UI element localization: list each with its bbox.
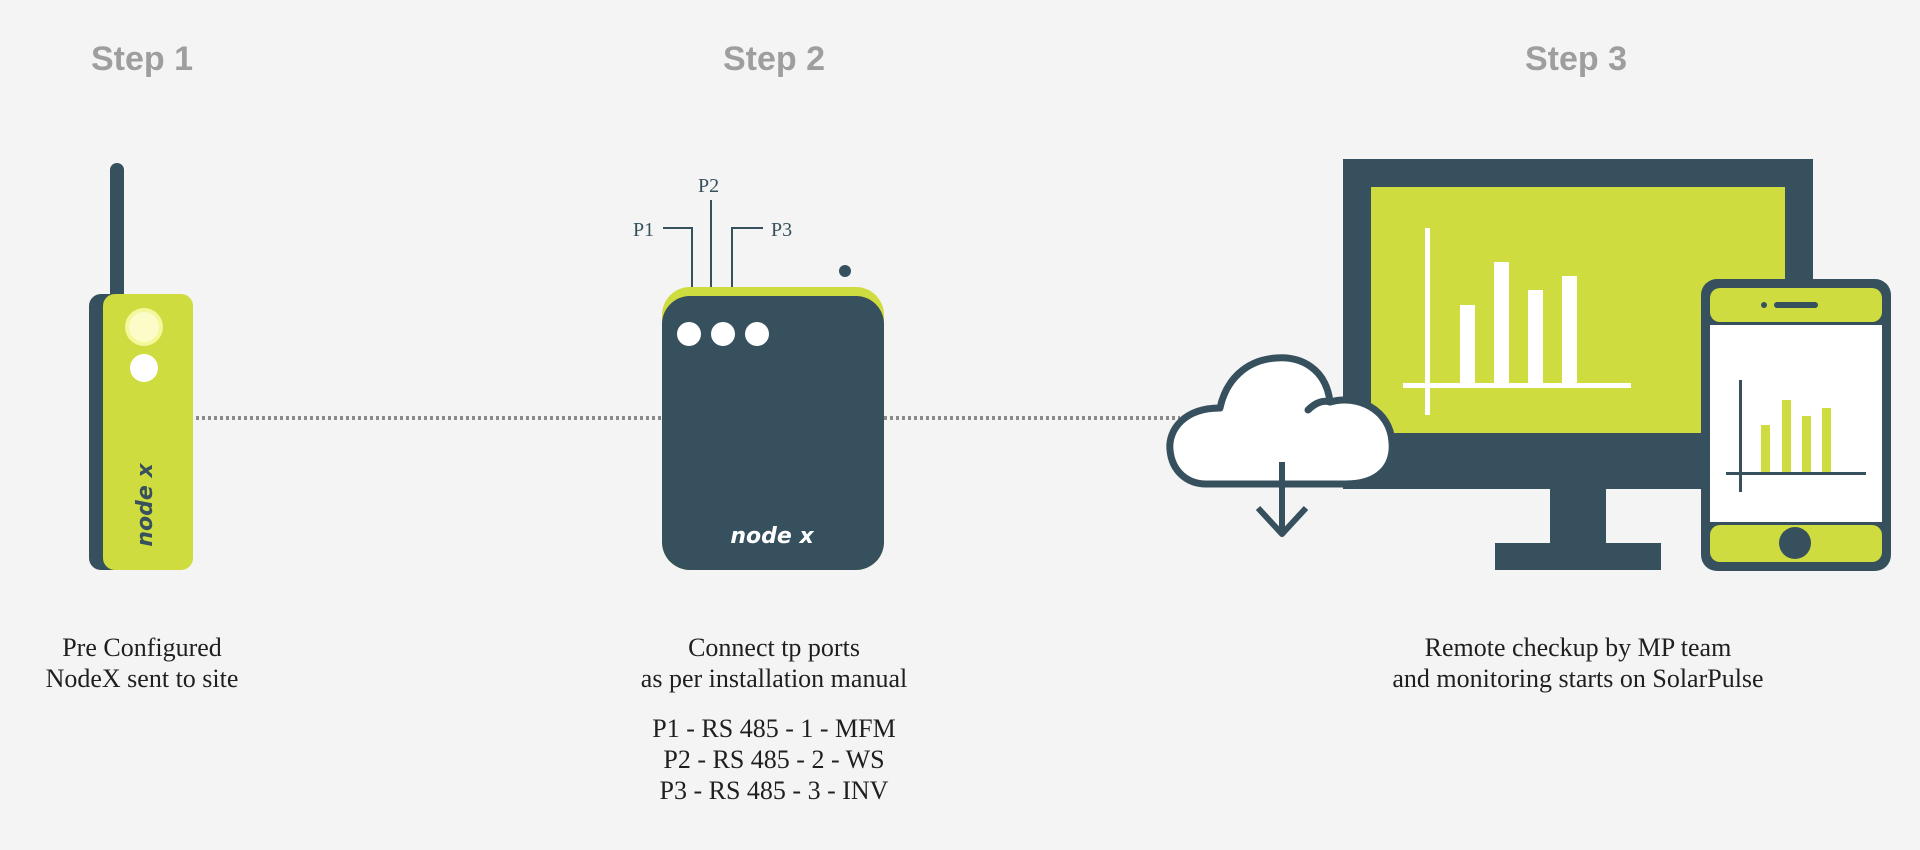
port-label-p2: P2 xyxy=(698,175,719,197)
antenna-device-icon: node x xyxy=(89,163,193,570)
step-2-description: Connect tp ports as per installation man… xyxy=(574,632,974,694)
step-2-description-line-1: Connect tp ports xyxy=(688,633,860,662)
router-device-icon: P1 P2 P3 node x xyxy=(633,175,884,570)
step-1-description-line-1: Pre Configured xyxy=(62,633,222,662)
step-3-description-line-2: and monitoring starts on SolarPulse xyxy=(1392,664,1764,693)
step-1-title: Step 1 xyxy=(90,40,194,78)
port-mapping-list: P1 - RS 485 - 1 - MFM P2 - RS 485 - 2 - … xyxy=(574,713,974,806)
port-mapping-p3: P3 - RS 485 - 3 - INV xyxy=(659,776,889,805)
port-mapping-p2: P2 - RS 485 - 2 - WS xyxy=(663,745,885,774)
bar-chart-icon xyxy=(1403,228,1631,415)
step-3-title: Step 3 xyxy=(1524,40,1628,78)
step-2-title: Step 2 xyxy=(722,40,826,78)
port-mapping-p1: P1 - RS 485 - 1 - MFM xyxy=(652,714,896,743)
device-1-brand-label: node x xyxy=(133,463,158,547)
smartphone-icon xyxy=(1701,279,1891,571)
step-1-description-line-2: NodeX sent to site xyxy=(45,664,239,693)
step-3-description: Remote checkup by MP team and monitoring… xyxy=(1328,632,1828,694)
device-2-brand-label: node x xyxy=(730,524,814,549)
port-label-p1: P1 xyxy=(633,219,654,241)
cloud-download-icon xyxy=(1166,354,1396,537)
step-3-description-line-1: Remote checkup by MP team xyxy=(1424,633,1732,662)
step-1-description: Pre Configured NodeX sent to site xyxy=(0,632,284,694)
step-2-description-line-2: as per installation manual xyxy=(640,664,908,693)
port-label-p3: P3 xyxy=(771,219,792,241)
